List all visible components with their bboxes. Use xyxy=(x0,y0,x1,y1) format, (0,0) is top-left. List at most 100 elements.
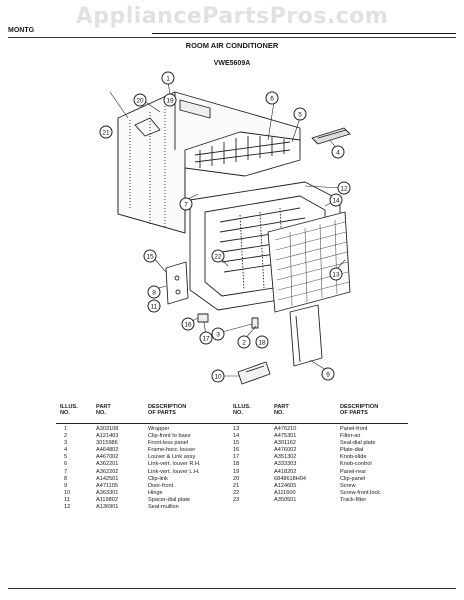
cell-desc: Track-filter xyxy=(340,496,367,503)
header-part-left: PART NO. xyxy=(96,404,111,417)
cell-illus: 19 xyxy=(233,468,240,475)
svg-text:19: 19 xyxy=(166,97,174,104)
callout-18: 18 xyxy=(255,335,269,349)
callout-9: 9 xyxy=(321,367,335,381)
cell-desc: Screw-front lock xyxy=(340,489,381,496)
svg-text:3: 3 xyxy=(216,331,220,338)
parts-row: 7 A362202 Link-vert. louver L.H. xyxy=(60,469,230,476)
cell-part: 6848618H04 xyxy=(274,475,307,482)
cell-illus: 15 xyxy=(233,440,240,447)
svg-text:22: 22 xyxy=(214,253,222,260)
louver-part-right xyxy=(311,127,351,145)
cell-illus: 17 xyxy=(233,454,240,461)
parts-row: 17 A351302 Knob-slide xyxy=(233,454,405,461)
cell-part: A136901 xyxy=(96,504,119,511)
cell-illus: 23 xyxy=(233,496,240,503)
cell-desc: Screw xyxy=(340,482,356,489)
cell-desc: Louver & Link assy xyxy=(148,454,196,461)
cell-desc: Frame-horz. louver xyxy=(148,447,196,454)
callout-20: 20 xyxy=(133,93,147,107)
callout-11: 11 xyxy=(147,299,161,313)
air-filter xyxy=(267,211,351,313)
cell-part: A467002 xyxy=(96,454,119,461)
cell-part: A351302 xyxy=(274,454,297,461)
model-number: VWE5609A xyxy=(213,60,251,67)
svg-text:6: 6 xyxy=(270,95,274,102)
svg-text:18: 18 xyxy=(258,339,266,346)
svg-text:2: 2 xyxy=(242,339,246,346)
cell-desc: Panel-rear xyxy=(340,468,367,475)
callout-22: 22 xyxy=(211,249,225,263)
callout-16: 16 xyxy=(181,317,195,331)
svg-text:7: 7 xyxy=(184,201,188,208)
callout-19: 19 xyxy=(163,93,177,107)
cell-illus: 20 xyxy=(233,475,240,482)
parts-row: 19 A418202 Panel-rear xyxy=(233,469,405,476)
cell-illus: 3 xyxy=(64,440,68,447)
callout-17: 17 xyxy=(199,331,213,345)
cell-illus: 16 xyxy=(233,447,240,454)
cell-part: A362201 xyxy=(96,461,119,468)
svg-text:15: 15 xyxy=(146,253,154,260)
callout-3: 3 xyxy=(211,327,225,341)
control-knobs xyxy=(197,313,259,329)
cell-part: A333303 xyxy=(274,461,297,468)
cell-illus: 13 xyxy=(233,426,240,432)
cell-desc: Hinge xyxy=(148,489,163,496)
cell-illus: 12 xyxy=(64,504,71,511)
callout-8: 8 xyxy=(147,285,161,299)
cell-part: A301162 xyxy=(274,440,296,447)
cell-desc: Plate-dial xyxy=(340,447,364,454)
header-desc-left: DESCRIPTION OF PARTS xyxy=(148,404,187,417)
cell-part: A418202 xyxy=(274,468,297,475)
cell-illus: 6 xyxy=(64,461,68,468)
cell-illus: 22 xyxy=(233,489,240,496)
cell-desc: Link-vert. louver L.H. xyxy=(148,468,200,475)
svg-text:11: 11 xyxy=(151,303,158,310)
cell-part: 3015986 xyxy=(96,440,118,447)
svg-text:12: 12 xyxy=(340,185,348,192)
svg-text:17: 17 xyxy=(202,335,210,342)
cell-illus: 10 xyxy=(64,489,71,496)
callout-15: 15 xyxy=(143,249,157,263)
callout-6: 6 xyxy=(265,91,279,105)
cell-desc: Knob-slide xyxy=(340,454,367,461)
svg-text:10: 10 xyxy=(214,373,222,380)
page-bottom-rule xyxy=(8,588,456,589)
cell-part: A475301 xyxy=(274,433,297,440)
wrapper-cabinet xyxy=(117,91,301,234)
callout-1: 1 xyxy=(161,71,175,85)
front-door xyxy=(289,304,323,367)
cell-desc: Spacer-dial plate xyxy=(148,496,190,503)
cell-illus: 8 xyxy=(64,475,68,482)
cell-part: A464802 xyxy=(96,447,119,454)
cell-illus: 7 xyxy=(64,468,68,475)
callout-13: 13 xyxy=(329,267,343,281)
cell-part: A124605 xyxy=(274,482,297,489)
header-illus-right: ILLUS. NO. xyxy=(233,404,251,417)
cell-desc: Wrapper xyxy=(148,426,170,432)
cell-part: A142501 xyxy=(96,475,119,482)
cell-illus: 2 xyxy=(64,433,68,440)
svg-text:4: 4 xyxy=(336,149,340,156)
dial-plate xyxy=(165,261,189,305)
svg-text:1: 1 xyxy=(166,75,170,82)
header-part-right: PART NO. xyxy=(274,404,289,417)
header-rule xyxy=(152,33,456,34)
diagram-title: ROOM AIR CONDITIONER xyxy=(185,41,279,50)
cell-part: A362202 xyxy=(96,468,119,475)
